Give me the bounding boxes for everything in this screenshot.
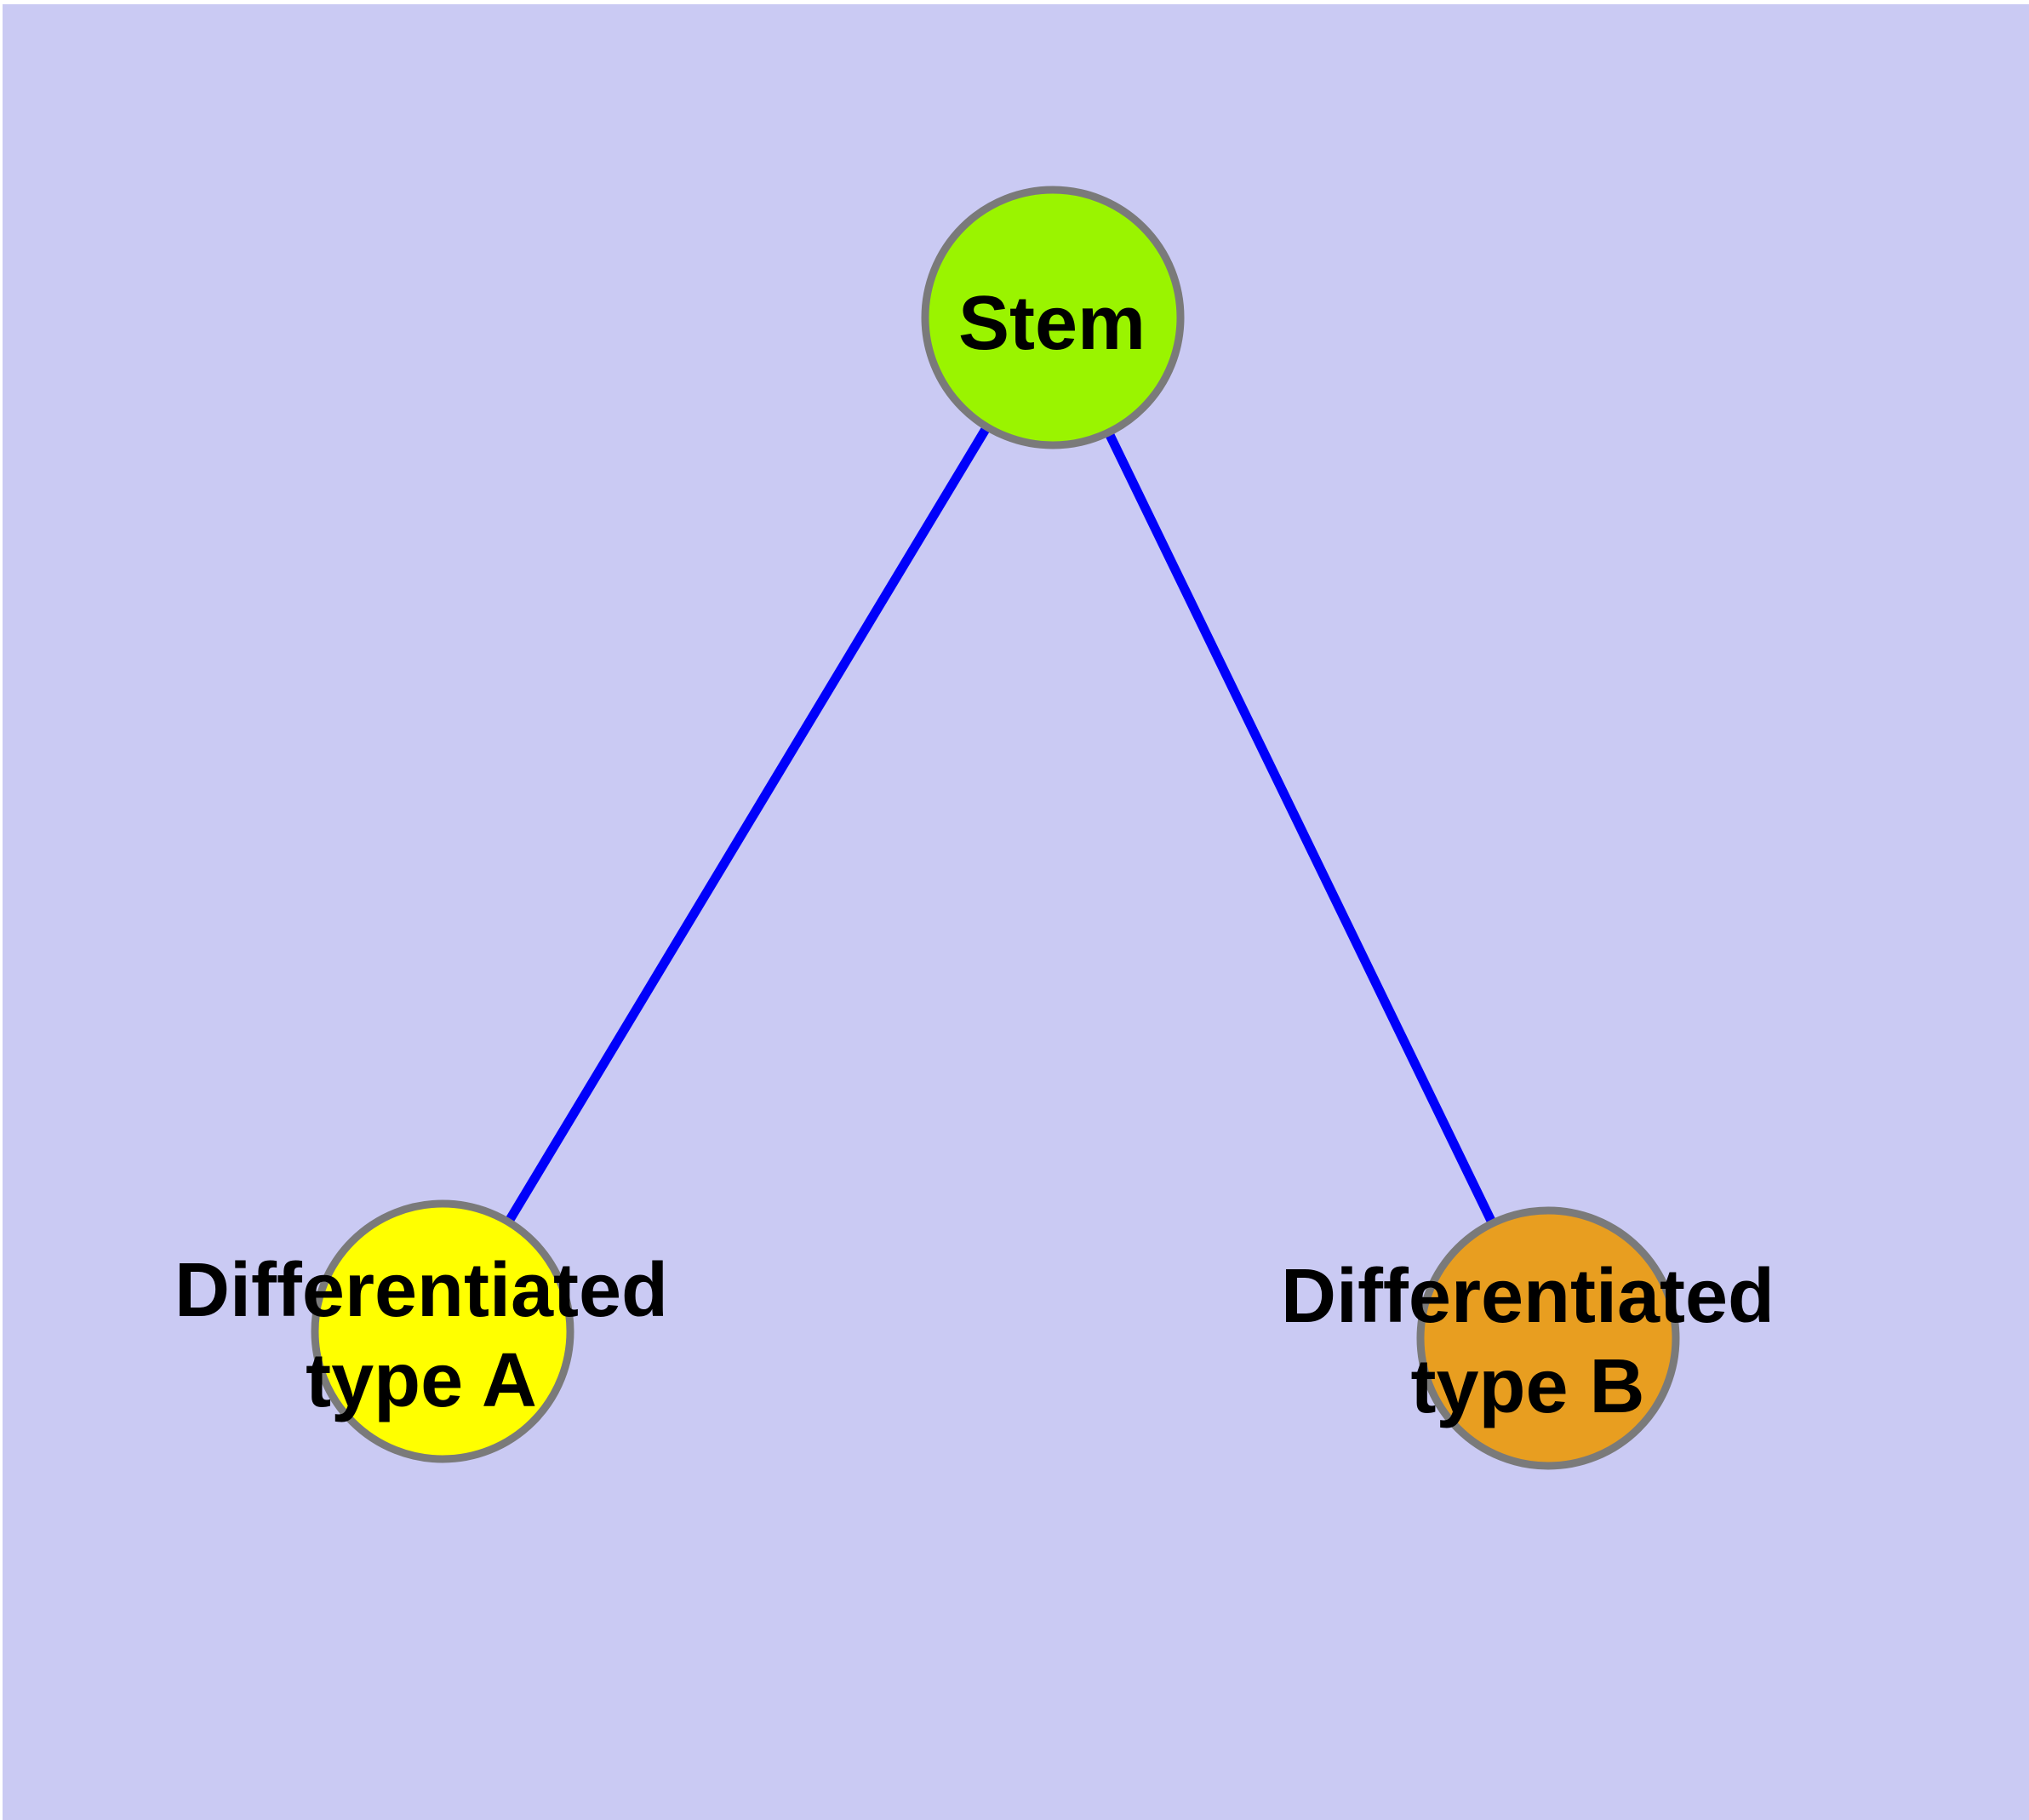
edges xyxy=(438,315,1552,1341)
node-type-a-label-line-1: Differentiated xyxy=(174,1248,668,1333)
node-type-b-label-line-2: type B xyxy=(1410,1344,1644,1429)
edge-stem-to-type-b xyxy=(1049,315,1552,1341)
node-differentiated-type-a xyxy=(311,1199,574,1463)
node-differentiated-type-b xyxy=(1416,1206,1680,1470)
nodes xyxy=(311,186,1680,1470)
edge-stem-to-type-a xyxy=(438,315,1057,1334)
node-stem xyxy=(921,186,1185,449)
node-type-a-label-line-2: type A xyxy=(306,1338,537,1423)
node-labels: Stem Differentiated type A Differentiate… xyxy=(174,281,1775,1429)
node-stem-label: Stem xyxy=(958,281,1146,366)
node-type-b-label-line-1: Differentiated xyxy=(1281,1254,1775,1339)
